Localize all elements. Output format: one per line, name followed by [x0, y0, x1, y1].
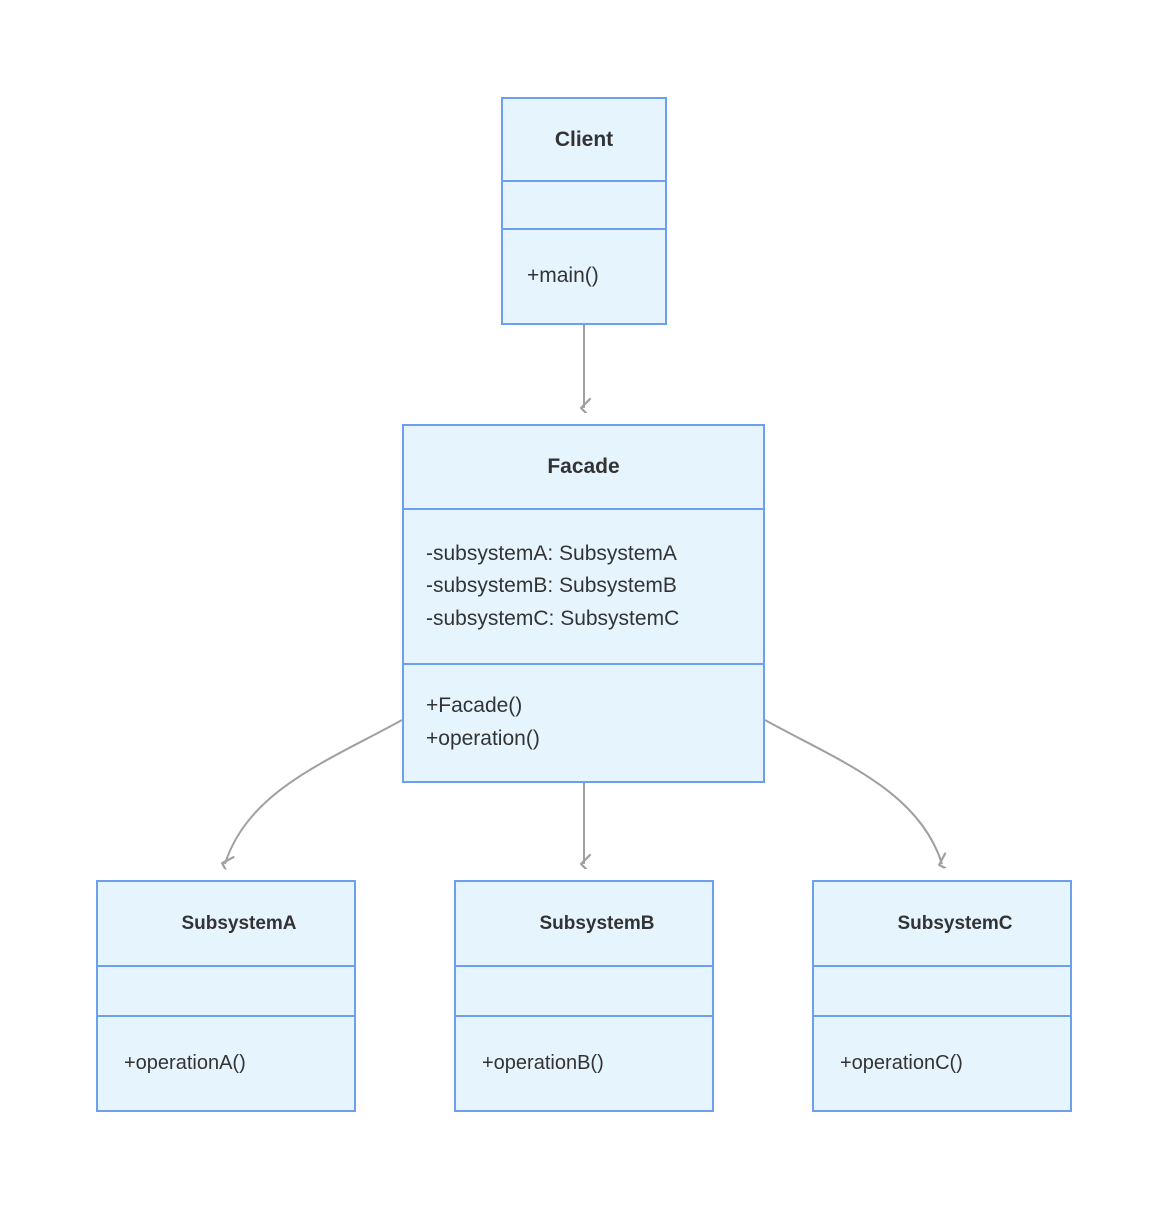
uml-class-subsystem-a[interactable]: SubsystemA +operationA()	[96, 880, 356, 1112]
uml-class-facade[interactable]: Facade -subsystemA: SubsystemA -subsyste…	[402, 424, 765, 783]
uml-class-client[interactable]: Client +main()	[501, 97, 667, 325]
class-title-band-facade: Facade	[404, 426, 763, 510]
class-attributes-subsystem-c	[814, 967, 1070, 1017]
class-title-band-subsystem-c: SubsystemC	[814, 882, 1070, 967]
class-attribute-item: -subsystemB: SubsystemB	[426, 574, 677, 598]
class-method-item: +main()	[527, 264, 599, 288]
class-title-band-subsystem-b: SubsystemB	[456, 882, 712, 967]
connector-facade-to-subsystem-a	[225, 719, 403, 864]
connector-facade-to-subsystem-c	[764, 719, 942, 864]
class-method-item: +operation()	[426, 727, 540, 750]
class-name-client: Client	[554, 127, 614, 151]
class-attributes-subsystem-a	[98, 967, 354, 1017]
class-methods-facade: +Facade() +operation()	[404, 665, 763, 781]
class-attributes-client	[503, 182, 665, 230]
class-method-item: +operationA()	[124, 1052, 246, 1074]
class-method-item: +operationC()	[840, 1052, 963, 1074]
class-methods-subsystem-a: +operationA()	[98, 1017, 354, 1110]
class-method-item: +operationB()	[482, 1052, 604, 1074]
class-title-band-subsystem-a: SubsystemA	[98, 882, 354, 967]
class-attribute-item: -subsystemC: SubsystemC	[426, 606, 680, 630]
class-methods-client: +main()	[503, 230, 665, 323]
class-name-subsystem-a: SubsystemA	[181, 912, 297, 934]
uml-class-subsystem-c[interactable]: SubsystemC +operationC()	[812, 880, 1072, 1112]
class-name-subsystem-b: SubsystemB	[539, 912, 655, 934]
class-methods-subsystem-b: +operationB()	[456, 1017, 712, 1110]
class-attributes-facade: -subsystemA: SubsystemA -subsystemB: Sub…	[404, 510, 763, 665]
class-methods-subsystem-c: +operationC()	[814, 1017, 1070, 1110]
class-title-band-client: Client	[503, 99, 665, 182]
class-method-item: +Facade()	[426, 694, 523, 718]
class-name-subsystem-c: SubsystemC	[897, 912, 1013, 934]
class-attributes-subsystem-b	[456, 967, 712, 1017]
uml-class-subsystem-b[interactable]: SubsystemB +operationB()	[454, 880, 714, 1112]
class-name-facade: Facade	[547, 455, 620, 478]
class-attribute-item: -subsystemA: SubsystemA	[426, 541, 677, 565]
